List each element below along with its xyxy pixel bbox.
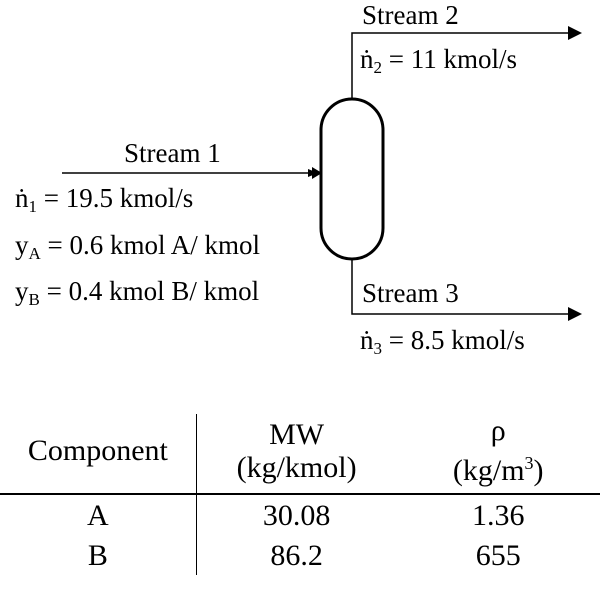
cell-component: B: [0, 535, 197, 575]
cell-mw: 86.2: [270, 538, 323, 572]
stream1-label: Stream 1: [124, 138, 221, 168]
header-molecular-weight: MW (kg/kmol): [236, 417, 357, 484]
table-row: A 30.08 1.36: [0, 494, 600, 535]
process-flow-diagram: Stream 1 ṅ1 = 19.5 kmol/s yA = 0.6 kmol …: [15, 0, 582, 358]
header-density: ρ (kg/m3): [452, 414, 544, 487]
cell-density: 1.36: [471, 498, 525, 532]
stream1-fraction-a: yA = 0.6 kmol A/ kmol: [15, 230, 260, 263]
separator-vessel: [319, 97, 385, 261]
stream2-label: Stream 2: [362, 0, 459, 30]
cell-density: 655: [475, 538, 521, 572]
stream3-label: Stream 3: [362, 278, 459, 308]
stream3-flow-rate: ṅ3 = 8.5 kmol/s: [360, 325, 525, 358]
stream1-fraction-b: yB = 0.4 kmol B/ kmol: [15, 276, 259, 309]
stream2-flow-rate: ṅ2 = 11 kmol/s: [360, 44, 517, 77]
component-properties-table: Component MW (kg/kmol) ρ (kg/m3) A 30.08…: [0, 414, 600, 575]
table-row: B 86.2 655: [0, 535, 600, 575]
cell-component: A: [0, 494, 197, 535]
stream2-arrow: [351, 32, 568, 99]
stream1-flow-rate: ṅ1 = 19.5 kmol/s: [15, 183, 193, 216]
stream3-arrow: [351, 259, 568, 315]
cell-mw: 30.08: [262, 498, 331, 532]
header-component: Component: [0, 414, 197, 494]
table-header-row: Component MW (kg/kmol) ρ (kg/m3): [0, 414, 600, 494]
